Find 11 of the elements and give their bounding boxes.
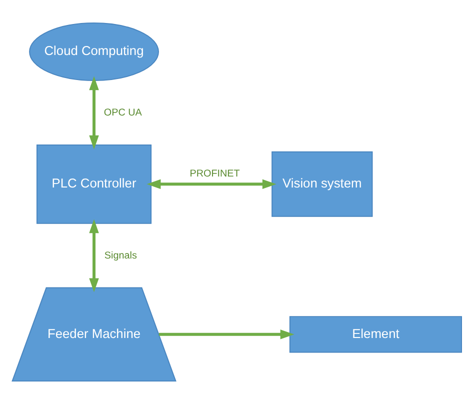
arrow: [146, 179, 276, 190]
arrow: [158, 330, 294, 340]
edge-label: PROFINET: [190, 168, 240, 180]
node-ellipse: Cloud Computing: [29, 22, 159, 81]
node-box: PLC Controller: [36, 144, 152, 224]
arrow: [89, 76, 99, 150]
node-box: Vision system: [272, 151, 373, 217]
node-box: Element: [289, 316, 462, 353]
edge-label: Signals: [104, 250, 137, 262]
arrow: [89, 219, 99, 292]
edge-label: OPC UA: [104, 108, 142, 119]
